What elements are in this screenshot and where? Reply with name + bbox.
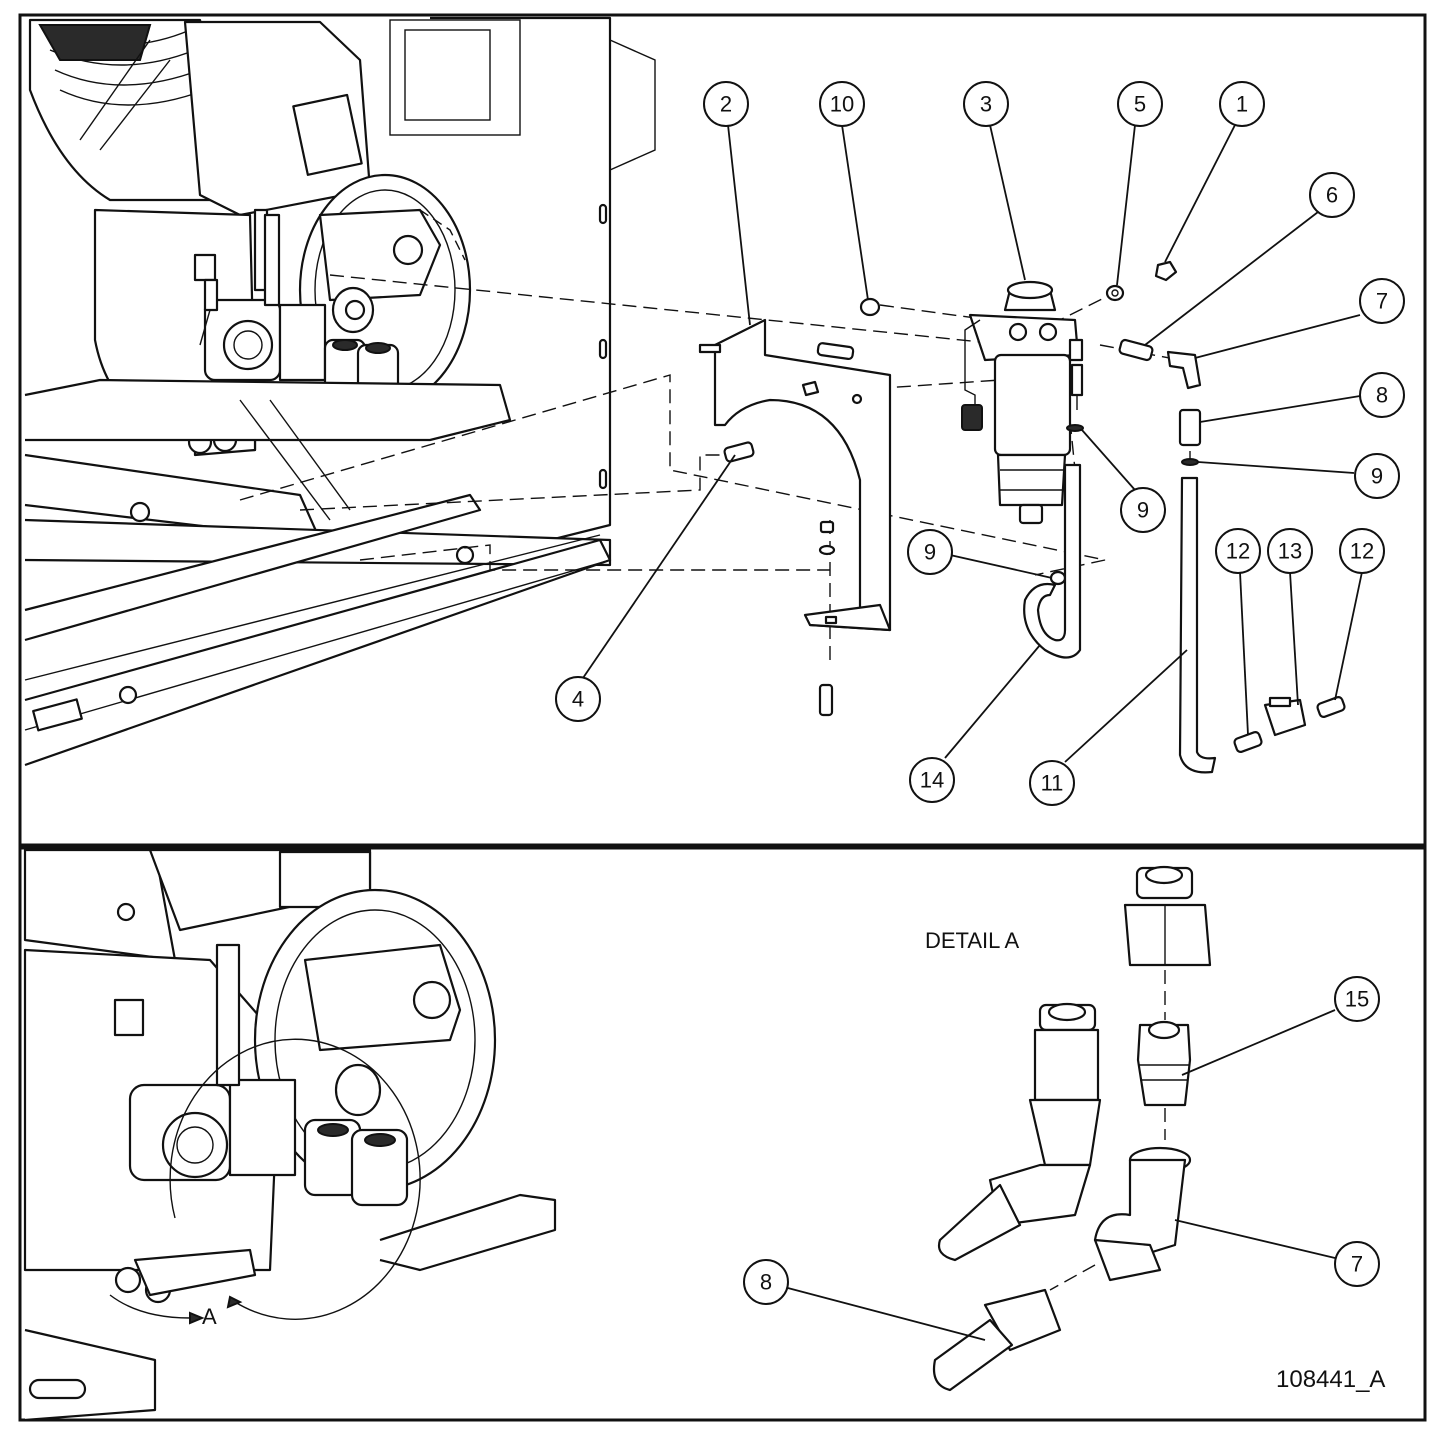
svg-text:12: 12 [1350, 539, 1374, 564]
detail-a-callout [109, 1038, 421, 1325]
balloon-6: 6 [1309, 172, 1355, 218]
svg-text:15: 15 [1345, 987, 1369, 1012]
svg-text:4: 4 [572, 687, 584, 712]
svg-text:7: 7 [1376, 289, 1388, 314]
svg-text:10: 10 [830, 92, 854, 117]
balloon-8: 8 [1359, 372, 1405, 418]
leaders-top [582, 124, 1363, 763]
detail-title: DETAIL A [925, 928, 1019, 953]
balloon-7-detail: 7 [1334, 1241, 1380, 1287]
balloon-3: 3 [963, 81, 1009, 127]
detail-a-fittings [932, 865, 1212, 1392]
balloon-1: 1 [1219, 81, 1265, 127]
mounting-bracket [698, 318, 892, 717]
balloon-11: 11 [1029, 760, 1075, 806]
view-letter: A [202, 1304, 217, 1329]
balloon-12-right: 12 [1339, 528, 1385, 574]
drawing-number: 108441_A [1276, 1366, 1385, 1393]
balloon-4: 4 [555, 676, 601, 722]
bottom-panel-frame [18, 846, 1427, 1422]
balloon-10: 10 [819, 81, 865, 127]
leaders-detail [783, 1009, 1336, 1341]
svg-text:9: 9 [1371, 464, 1383, 489]
balloon-9-right: 9 [1354, 453, 1400, 499]
svg-text:5: 5 [1134, 92, 1146, 117]
rail-frame-top [24, 378, 612, 767]
svg-text:11: 11 [1041, 771, 1064, 796]
burner-housing-top [28, 16, 656, 562]
balloon-12-left: 12 [1215, 528, 1261, 574]
svg-text:1: 1 [1236, 92, 1248, 117]
svg-text:8: 8 [1376, 383, 1388, 408]
balloon-7: 7 [1359, 278, 1405, 324]
svg-text:9: 9 [1137, 498, 1149, 523]
top-panel-frame [18, 13, 1427, 847]
svg-text:13: 13 [1278, 539, 1302, 564]
svg-text:6: 6 [1326, 183, 1338, 208]
balloon-8-detail: 8 [743, 1259, 789, 1305]
svg-text:2: 2 [720, 92, 732, 117]
balloon-5: 5 [1117, 81, 1163, 127]
svg-text:3: 3 [980, 92, 992, 117]
svg-text:8: 8 [760, 1270, 772, 1295]
balloon-15: 15 [1334, 976, 1380, 1022]
balloon-9-center: 9 [1120, 487, 1166, 533]
balloon-14: 14 [909, 757, 955, 803]
svg-text:12: 12 [1226, 539, 1250, 564]
svg-text:9: 9 [924, 540, 936, 565]
balloon-13: 13 [1267, 528, 1313, 574]
svg-text:7: 7 [1351, 1252, 1363, 1277]
balloon-2: 2 [703, 81, 749, 127]
svg-text:14: 14 [920, 768, 944, 793]
balloon-9-left: 9 [907, 529, 953, 575]
fuel-hoses [1023, 463, 1346, 774]
burner-housing-bottom [23, 848, 557, 1422]
fuel-filter-assembly [961, 280, 1084, 525]
small-fittings-top [859, 260, 1202, 586]
